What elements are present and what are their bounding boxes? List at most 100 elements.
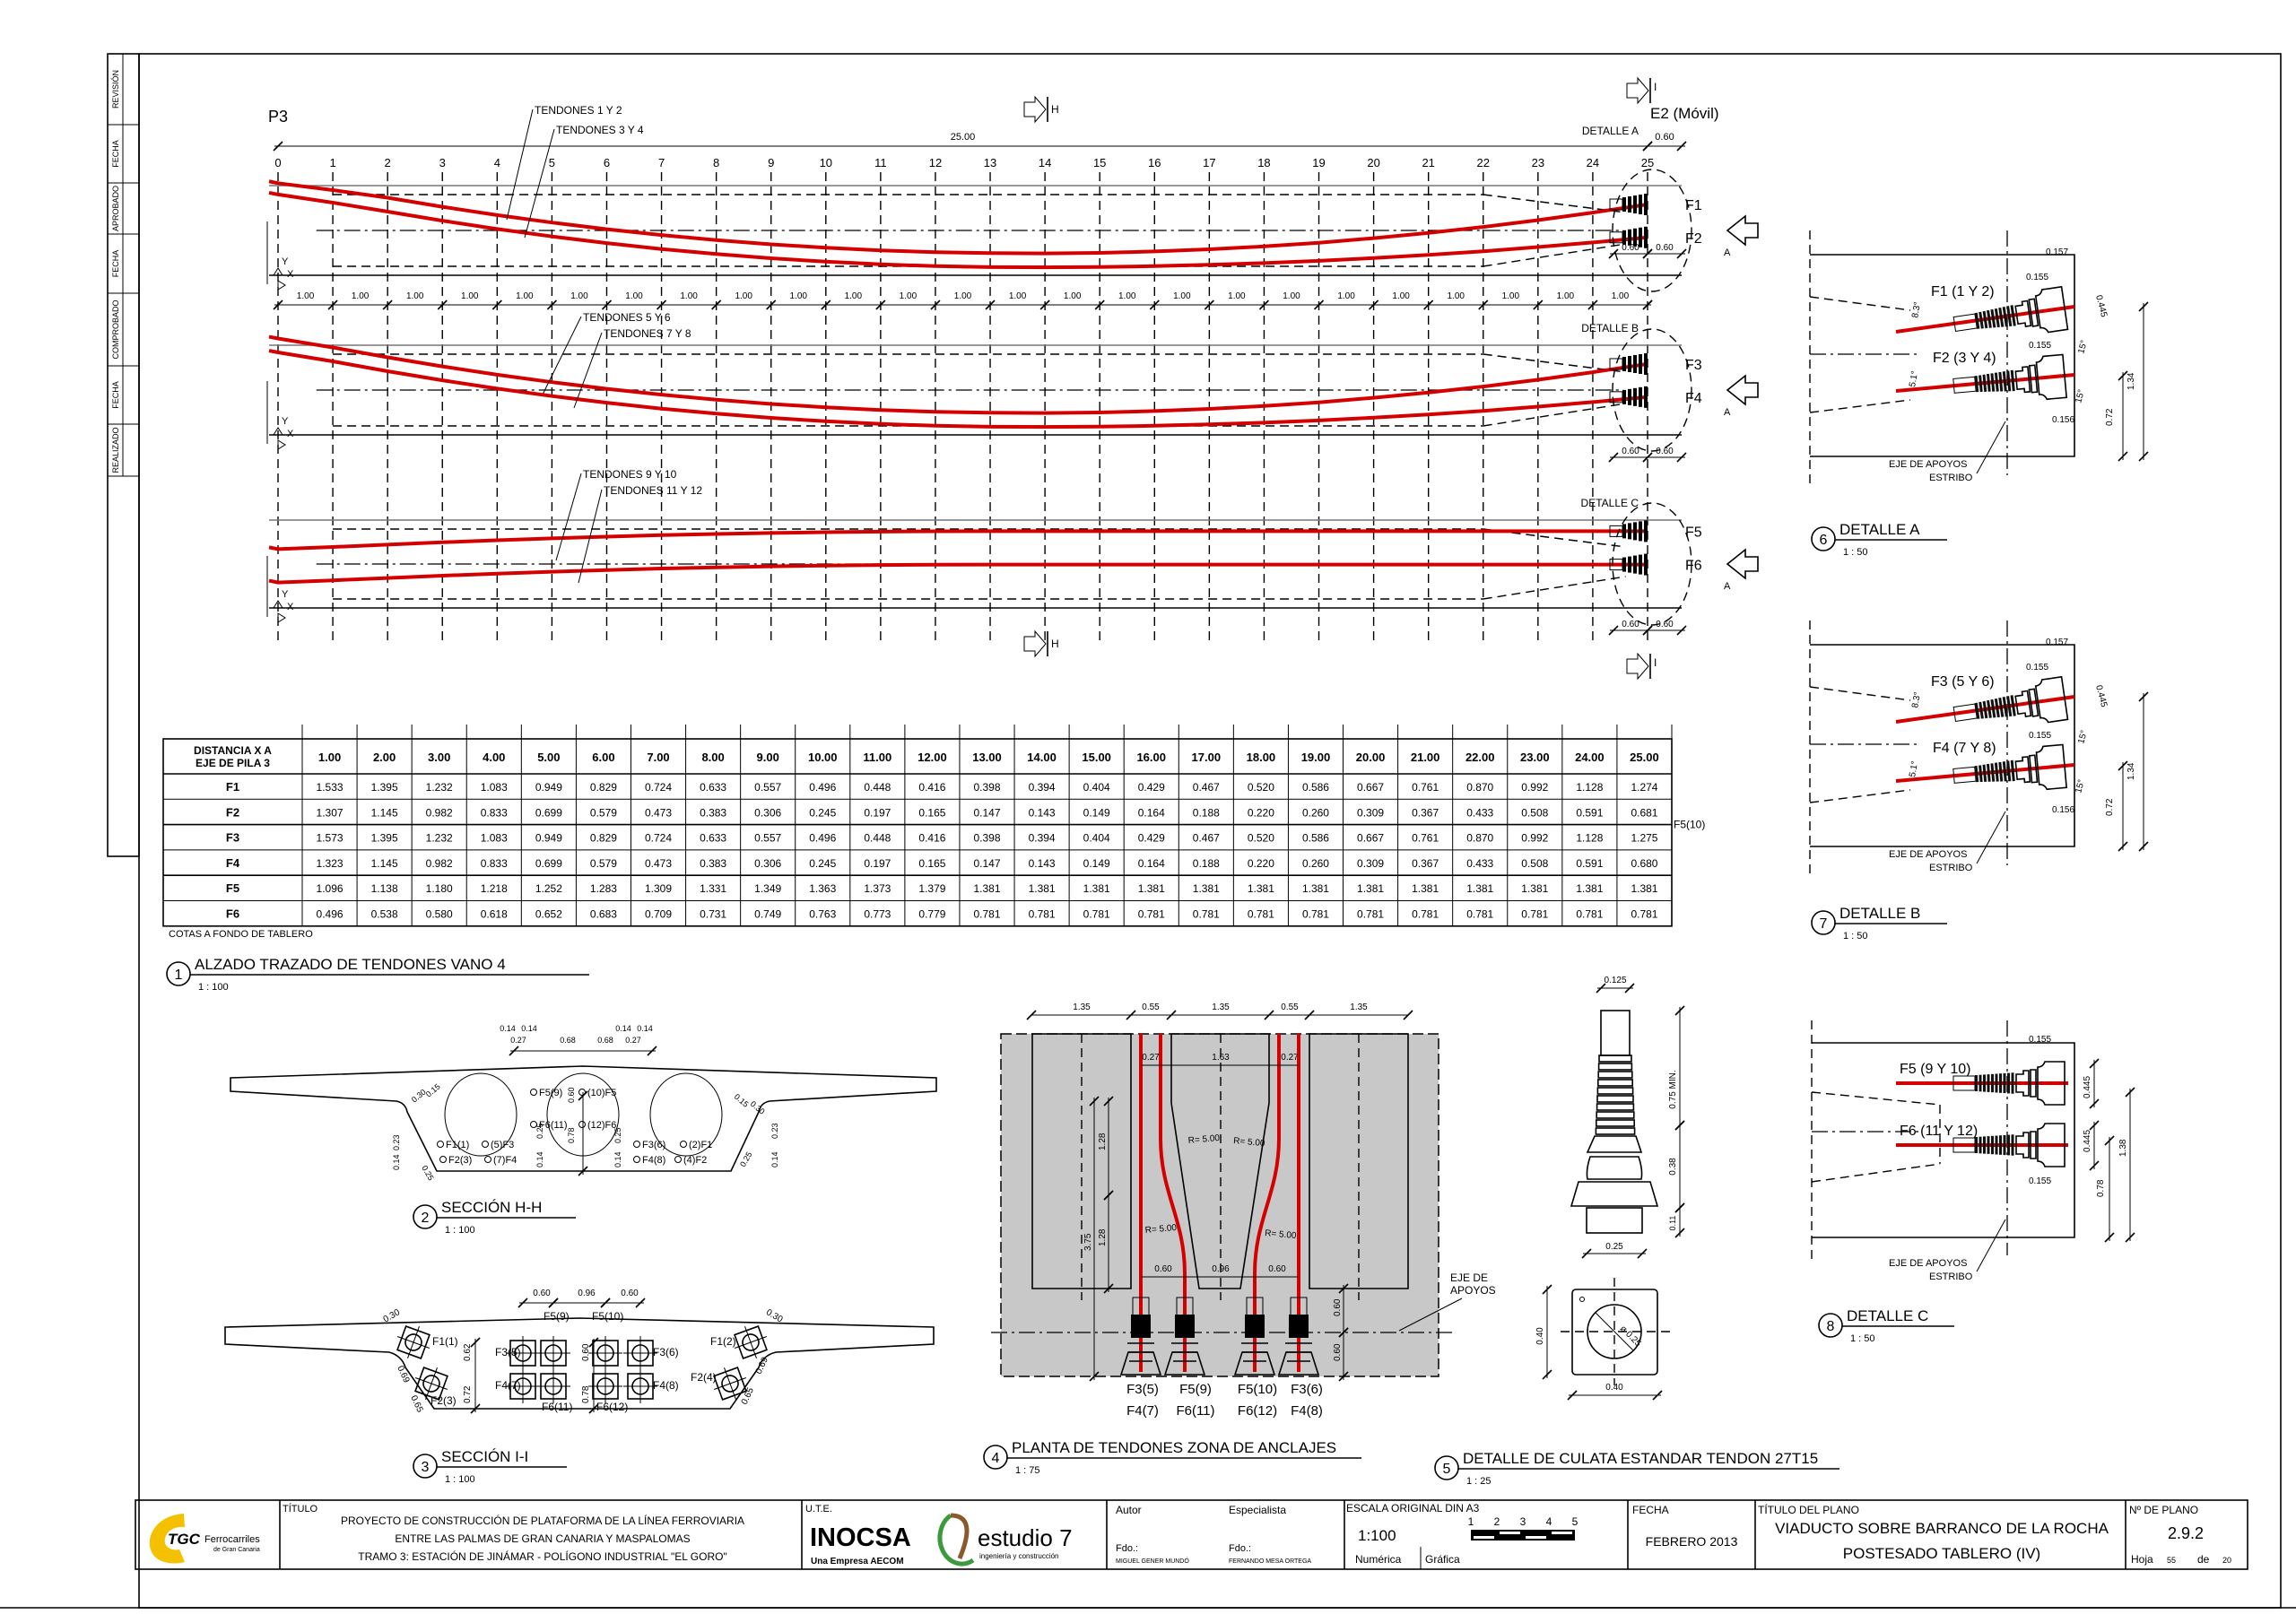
anchor-thread [2007,1134,2010,1156]
view-a-label: A [1724,407,1731,418]
anchor-rib [1596,1087,1634,1095]
axis-y-label: Y [282,256,289,267]
section-i-mark-top: I [1654,81,1657,93]
dimension-tick [578,1166,588,1176]
table-cell: 0.149 [1083,806,1110,819]
table-column-header: 24.00 [1575,751,1605,764]
dimension-tick [1403,1010,1413,1020]
axis-label: EJE DE [1450,1271,1488,1284]
detail-callout: DETALLE B [1581,322,1639,334]
anchor-flanges [1570,1135,1659,1207]
anchor-thread [1998,697,2005,717]
logo-name: Ferrocarriles [204,1534,260,1545]
anchor-axis [724,1367,736,1401]
void-line [1811,1163,1941,1183]
table-cell: 1.381 [1193,882,1220,895]
station-number: 11 [874,156,887,169]
section-i-i: F1(1)F2(3)F3(5)F4(7)F5(9)F6(11)F5(10)F6(… [224,1289,935,1414]
dim: 0.25 [420,1164,435,1182]
anchor-body [1131,1315,1151,1338]
dim: 0.72 [2105,798,2115,816]
anchor-body [1644,386,1648,408]
table-cell: 0.197 [864,857,891,870]
anchor-label: F3(6) [1291,1382,1323,1397]
table-row-label: F3 [226,831,239,845]
axis-y-label: Y [282,416,289,427]
table-cell: 1.096 [317,882,344,895]
axis-label: EJE DE APOYOS [1889,849,1967,860]
table-cell: 0.699 [535,857,562,870]
table-cell: 1.283 [590,882,617,895]
dimension-tick [1676,248,1687,259]
dim: 0.125 [1604,976,1626,985]
dim: 1.35 [1212,1002,1230,1012]
plan-title-line: POSTESADO TABLERO (IV) [1843,1545,2040,1562]
view-scale: 1 : 100 [445,1474,475,1485]
anchor-plate-icon [506,1369,540,1403]
dim: 0.72 [463,1385,473,1403]
dim: 0.25 [613,1127,622,1143]
dim: 0.155 [2029,731,2051,741]
anchor-thread [1994,308,2000,328]
dimension-tick [1676,452,1687,463]
dim: 0.25 [535,1123,544,1139]
revision-label: COMPROBADO [111,299,120,359]
anchor-plate-icon [588,1369,622,1403]
table-cell: 0.164 [1138,857,1165,870]
anchor-label: F3(5) [1126,1382,1159,1397]
anchor-thread [2003,1134,2006,1156]
dimension-tick [1674,1228,1685,1238]
dim: 0.25 [1605,1242,1623,1252]
void-circle [444,1072,517,1157]
table-cell: 1.232 [426,781,453,794]
dimension-tick [930,299,941,310]
table-column-header: 12.00 [918,751,947,764]
dimension-tick [1674,1005,1685,1016]
anchor-thread [1982,374,1987,393]
dimension-tick [1258,299,1270,310]
view-scale: 1 : 100 [198,982,229,993]
view-title: DETALLE A [1839,521,1920,538]
anchor-thread [1991,1135,1994,1155]
anchor-thread [1987,1136,1990,1154]
view-title: ALZADO TRAZADO DE TENDONES VANO 4 [195,956,506,973]
view-number: 8 [1827,1319,1835,1334]
spacing-dim: 1.00 [1337,291,1355,301]
dim: 0.445 [2093,294,2109,318]
dim: 0.445 [2093,684,2109,708]
spacing-dim: 1.00 [1502,291,1520,301]
table-cell: 0.448 [864,781,891,794]
dimension-tick [985,299,996,310]
anchor-icon [1952,1061,2066,1106]
anchor-icon [1952,743,2068,791]
tendon-callout: TENDONES 5 Y 6 [583,311,671,324]
table-cell: 0.833 [481,857,508,870]
table-column-header: 10.00 [808,751,838,764]
scale-bar-mark [1474,1536,1494,1539]
table-cell: 0.779 [918,908,945,921]
view-number-circle [413,1454,438,1479]
anchor-thread [2002,761,2007,782]
view-number: 7 [1820,916,1828,932]
table-cell: 0.165 [918,806,945,819]
anchor-axis [425,1367,438,1401]
table-cell: 1.395 [371,832,398,845]
table-cell: 0.416 [918,832,945,845]
project-title-line: PROYECTO DE CONSTRUCCIÓN DE PLATAFORMA D… [341,1514,744,1527]
sheet-total: 20 [2222,1556,2231,1565]
dimension-tick [635,1298,646,1308]
table-cell: 0.473 [645,857,672,870]
table-cell: 1.381 [1412,882,1439,895]
table-cell: 0.245 [809,857,836,870]
anchor-body [1289,1315,1309,1338]
table-cell: 0.833 [481,806,508,819]
anchor-thread [2010,369,2015,392]
anchor-thread [1986,373,1991,392]
dim: 0.68 [560,1036,576,1045]
